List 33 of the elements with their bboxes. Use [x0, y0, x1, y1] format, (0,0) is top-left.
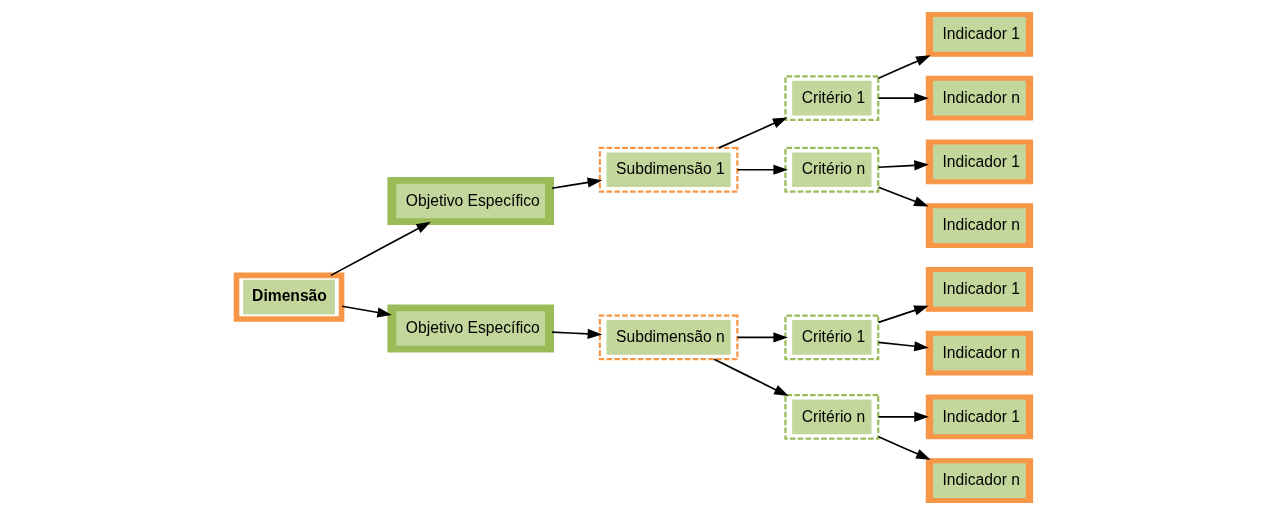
arrow [341, 305, 392, 318]
node-box: Subdimensão 1 [598, 146, 739, 193]
arrow [877, 435, 931, 460]
node-box: Objetivo Específico [387, 177, 554, 226]
arrow [877, 186, 929, 207]
node-box: Indicador 1 [925, 139, 1034, 185]
arrow [877, 305, 929, 324]
arrow [877, 341, 929, 352]
arrow [330, 221, 431, 277]
node-box: Critério n [784, 146, 880, 193]
node-box: Indicador n [925, 203, 1034, 248]
arrow [877, 93, 929, 104]
arrow [736, 332, 788, 343]
arrow [877, 411, 929, 422]
node-box: Indicador n [925, 458, 1034, 503]
arrow [551, 328, 603, 339]
node-box: Critério 1 [784, 314, 880, 361]
node-box: Indicador n [925, 75, 1034, 121]
node-box: Indicador n [925, 330, 1034, 376]
node-box: Subdimensão n [598, 314, 739, 361]
arrow [718, 117, 788, 149]
node-box: Dimensão [233, 272, 345, 322]
arrow [877, 160, 929, 171]
node-box: Objetivo Específico [387, 304, 554, 353]
arrow [736, 164, 788, 175]
arrow [713, 358, 789, 397]
node-box: Critério n [784, 393, 880, 440]
arrow [551, 177, 603, 190]
node-box: Indicador 1 [925, 12, 1034, 57]
node-box: Indicador 1 [925, 394, 1034, 440]
arrow [877, 55, 931, 80]
node-box: Indicador 1 [925, 267, 1034, 312]
node-box: Critério 1 [784, 75, 880, 122]
